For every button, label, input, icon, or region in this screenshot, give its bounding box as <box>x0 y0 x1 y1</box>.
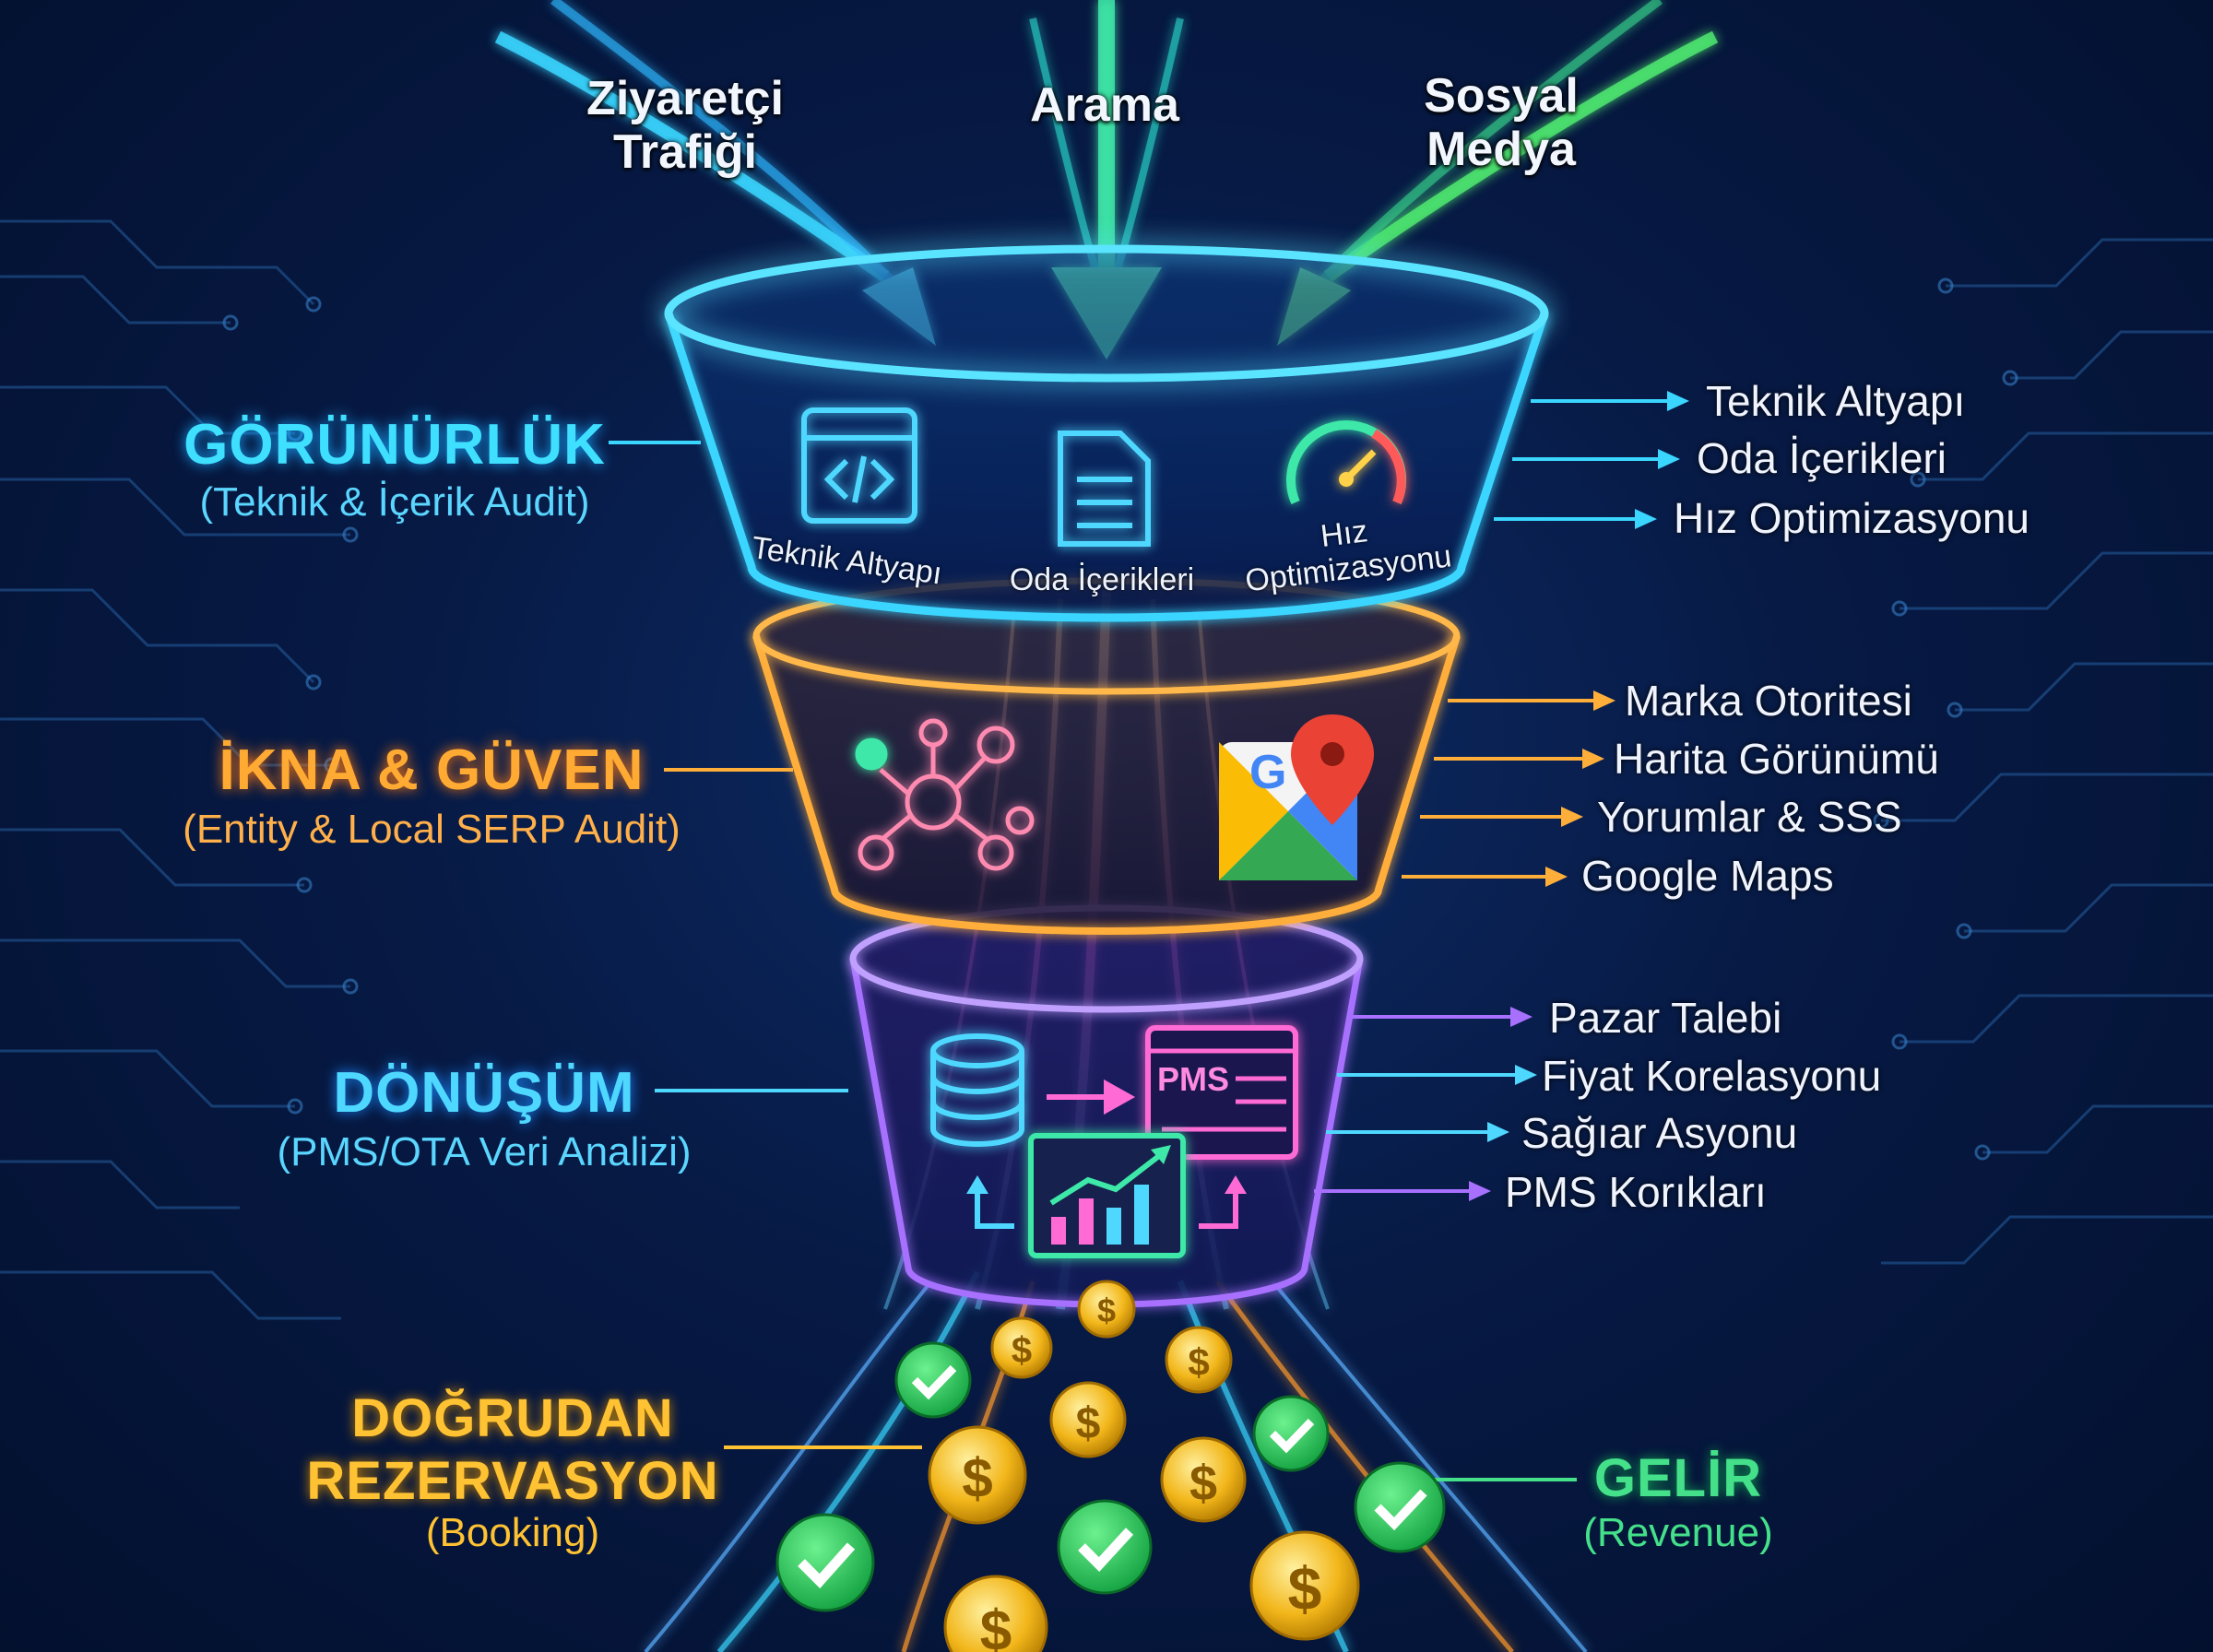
result-subtitle-booking: (Booking) <box>425 1510 600 1555</box>
document-icon <box>1058 431 1151 547</box>
circuit-nodes <box>222 277 2018 1161</box>
result-title-booking-line1: DOĞRUDAN <box>351 1388 674 1448</box>
dollar-coin-icon: $ <box>1160 1436 1247 1523</box>
google-g-glyph: G <box>1249 746 1286 799</box>
svg-text:$: $ <box>1189 1456 1217 1511</box>
svg-text:$: $ <box>980 1599 1012 1652</box>
coins: $ $ $ $ $ $ $ $ <box>928 1280 1360 1652</box>
output-persuasion-1: Marka Otoritesi <box>1625 677 1912 725</box>
result-subtitle-revenue: (Revenue) <box>1583 1510 1773 1555</box>
output-persuasion-2: Harita Görünümü <box>1614 735 1939 783</box>
check-badge-icon <box>775 1513 875 1612</box>
left-connectors <box>609 441 922 1449</box>
dollar-coin-icon: $ <box>943 1575 1048 1652</box>
input-label-visitor-traffic: Ziyaretçi Trafiği <box>586 72 784 179</box>
right-connectors <box>1314 391 1689 1481</box>
svg-text:$: $ <box>962 1447 992 1509</box>
dollar-coin-icon: $ <box>1077 1280 1136 1339</box>
dollar-coin-icon: $ <box>1049 1381 1127 1458</box>
result-title-revenue: GELİR <box>1593 1448 1763 1508</box>
arrow-db-to-pms <box>1047 1079 1136 1115</box>
code-window-icon <box>801 407 917 524</box>
svg-text:$: $ <box>1288 1554 1322 1622</box>
speedometer-icon <box>1286 420 1406 504</box>
stage-title-conversion: DÖNÜŞÜM <box>333 1061 635 1125</box>
pms-dashboard-icon <box>1145 1025 1298 1160</box>
input-label-search: Arama <box>1030 78 1179 132</box>
svg-text:$: $ <box>1097 1292 1116 1329</box>
output-conversion-2: Fiyat Korelasyonu <box>1542 1052 1882 1100</box>
google-maps-icon: G <box>1219 714 1374 880</box>
stage-title-persuasion: İKNA & GÜVEN <box>219 738 645 802</box>
dollar-coin-icon: $ <box>1249 1530 1360 1641</box>
input-label-social-media: Sosyal Medya <box>1424 69 1579 176</box>
output-conversion-4: PMS Korıkları <box>1505 1168 1767 1216</box>
stage-subtitle-persuasion: (Entity & Local SERP Audit) <box>183 807 680 852</box>
output-persuasion-3: Yorumlar & SSS <box>1597 793 1902 841</box>
svg-text:$: $ <box>1188 1340 1209 1384</box>
dollar-coin-icon: $ <box>1165 1326 1233 1394</box>
loop-arrows <box>966 1175 1247 1229</box>
dollar-coin-icon: $ <box>990 1316 1053 1379</box>
check-badge-icon <box>894 1341 972 1419</box>
check-badge-icon <box>1354 1461 1446 1553</box>
network-people-icon <box>855 718 1035 871</box>
stage-title-visibility: GÖRÜNÜRLÜK <box>183 413 606 477</box>
check-badge-icon <box>1252 1395 1330 1472</box>
circuit-background <box>0 219 2213 1320</box>
icon-caption-room-content: Oda İçerikleri <box>1009 562 1195 597</box>
stage-subtitle-visibility: (Teknik & İçerik Audit) <box>199 479 590 525</box>
output-conversion-1: Pazar Talebi <box>1549 994 1782 1042</box>
output-persuasion-4: Google Maps <box>1581 852 1834 900</box>
pms-badge: PMS <box>1157 1060 1230 1098</box>
checks <box>775 1341 1446 1612</box>
svg-text:$: $ <box>1012 1330 1032 1371</box>
growth-chart-icon <box>1028 1133 1186 1258</box>
database-icon <box>930 1033 1024 1147</box>
output-conversion-3: Sağıar Asyonu <box>1521 1109 1798 1157</box>
check-badge-icon <box>1057 1499 1153 1595</box>
output-visibility-1: Teknik Altyapı <box>1706 377 1966 425</box>
output-visibility-2: Oda İçerikleri <box>1697 434 1947 482</box>
svg-text:$: $ <box>1076 1399 1101 1448</box>
output-visibility-3: Hız Optimizasyonu <box>1674 494 2030 542</box>
result-title-booking-line2: REZERVASYON <box>306 1451 719 1511</box>
stage-subtitle-conversion: (PMS/OTA Veri Analizi) <box>277 1129 692 1174</box>
dollar-coin-icon: $ <box>928 1425 1027 1525</box>
